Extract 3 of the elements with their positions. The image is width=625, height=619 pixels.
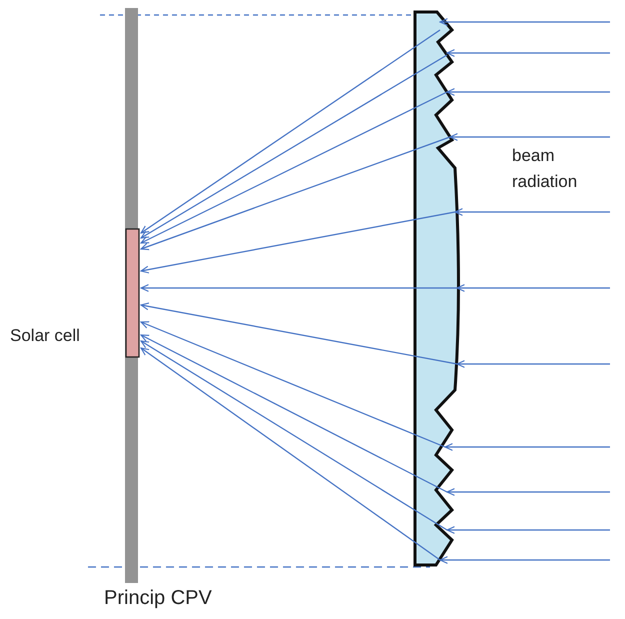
caption: Princip CPV — [104, 586, 212, 611]
solar-cell-label: Solar cell — [10, 325, 80, 347]
beam-radiation-label: beam radiation — [512, 145, 578, 193]
